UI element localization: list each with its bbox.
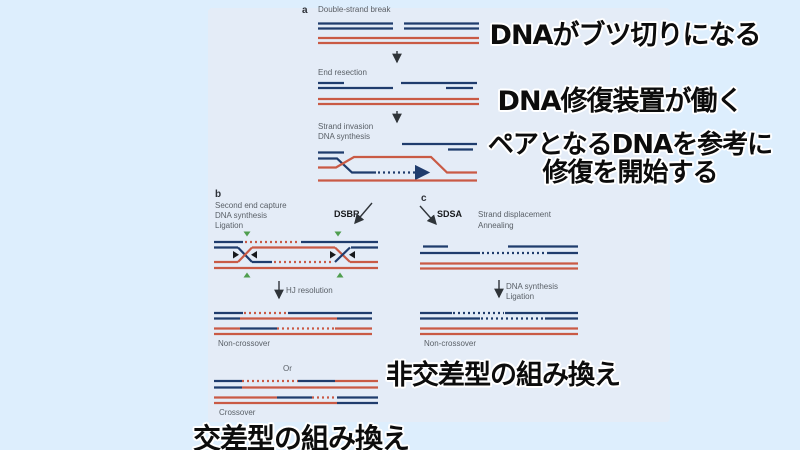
label-ligation-c: Ligation (506, 292, 534, 301)
crossover-product-b (214, 379, 378, 405)
annotation-repair-machinery: DNA修復装置が働く (497, 86, 744, 117)
label-dsbr: DSBR (334, 209, 360, 219)
resected-strands (318, 81, 479, 106)
label-strand-invasion: Strand invasion (318, 122, 373, 131)
noncrossover-product-c (420, 311, 578, 336)
resolution-site-markers-bottom (243, 272, 344, 278)
panel-b-letter: b (215, 189, 221, 200)
label-ligation-b: Ligation (215, 221, 243, 230)
sdsa-arrow (419, 205, 437, 226)
label-double-strand-break: Double-strand break (318, 5, 391, 14)
label-noncrossover-c: Non-crossover (424, 339, 476, 348)
panel-c-letter: c (421, 193, 427, 204)
panel-a-letter: a (302, 5, 308, 16)
label-or: Or (283, 364, 292, 373)
dsbr-arrow (354, 202, 373, 225)
label-end-resection: End resection (318, 68, 367, 77)
figure-panel-background (208, 8, 670, 422)
label-strand-displacement: Strand displacement (478, 210, 552, 219)
annotation-pair-reference: ペアとなるDNAを参考に 修復を開始する (470, 131, 790, 187)
annotation-pair-reference-line2: 修復を開始する (542, 158, 718, 188)
noncrossover-product-b (214, 311, 372, 336)
resolution-site-markers-top (243, 231, 342, 237)
annotation-crossover: 交差型の組み換え (192, 422, 410, 450)
label-second-end-capture: Second end capture (215, 201, 287, 210)
dsb-strands (318, 22, 479, 45)
annotation-pair-reference-line1: ペアとなるDNAを参考に (487, 130, 773, 160)
double-holliday-junction (214, 240, 378, 270)
panel-a: a Double-strand break End resection (302, 5, 479, 182)
label-crossover: Crossover (219, 408, 256, 417)
annotation-dna-break: DNAがブツ切りになる (489, 20, 762, 51)
label-dna-synthesis-c: DNA synthesis (506, 282, 558, 291)
panel-b: b Second end capture DNA synthesis Ligat… (214, 189, 378, 417)
d-loop-structure (318, 142, 477, 182)
label-annealing: Annealing (478, 221, 514, 230)
annotation-noncrossover: 非交差型の組み換え (386, 360, 621, 391)
label-dna-synthesis-a: DNA synthesis (318, 132, 370, 141)
label-hj-resolution: HJ resolution (286, 286, 333, 295)
panel-c: c SDSA Strand displacement Annealing DNA… (419, 193, 578, 348)
label-dna-synthesis-b: DNA synthesis (215, 211, 267, 220)
label-noncrossover-b: Non-crossover (218, 339, 270, 348)
label-sdsa: SDSA (437, 209, 463, 219)
sdsa-annealing-structure (420, 245, 578, 270)
